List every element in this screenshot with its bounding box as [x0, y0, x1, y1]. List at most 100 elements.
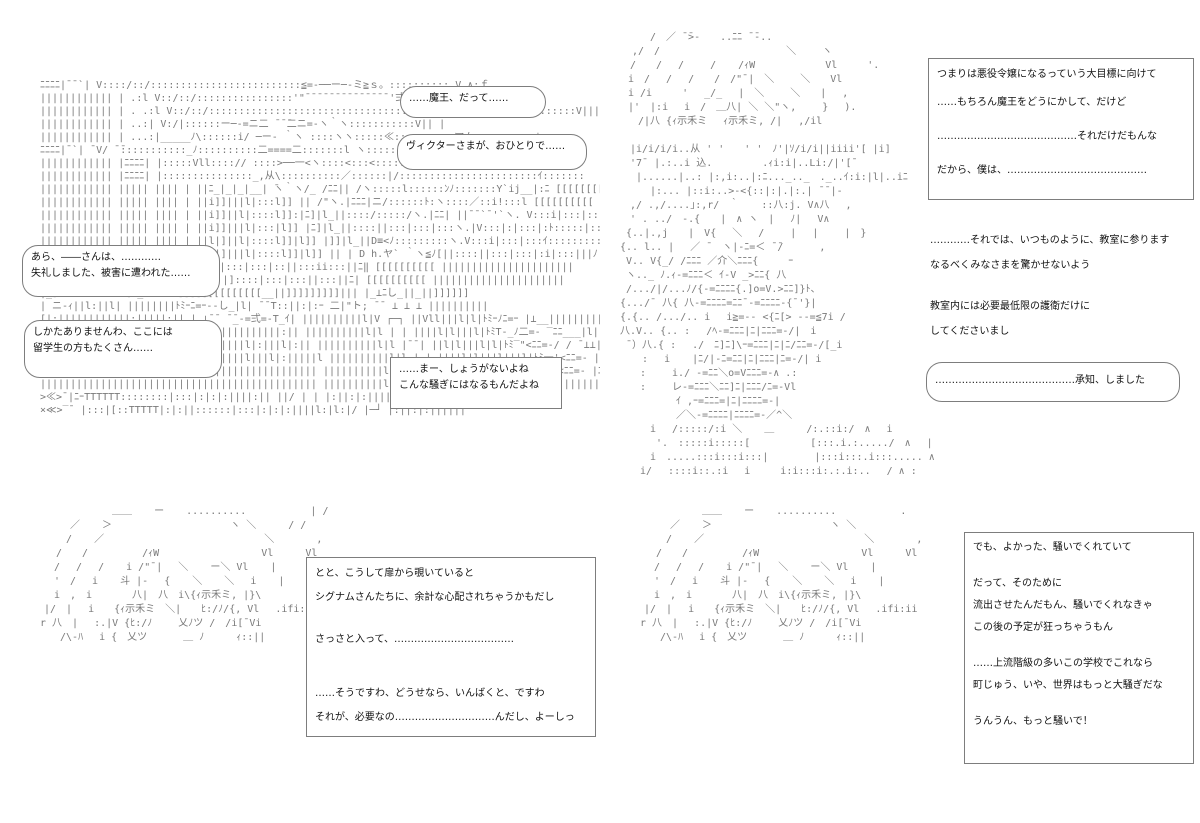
bubble-line: 町じゅう、いや、世界はもっと大騒ぎだな — [973, 680, 1163, 691]
svg-text:r 八 | :.|V {ﾋ:/ﾉ 乂ﾉツ / /i[¯: r 八 | :.|V {ﾋ:/ﾉ 乂ﾉツ / /i[¯Vi — [40, 617, 261, 629]
svg-text:r 八 | :.|V {ﾋ:/ﾉ 乂ﾉツ / /i[¯: r 八 | :.|V {ﾋ:/ﾉ 乂ﾉツ / /i[¯Vi — [640, 617, 861, 629]
svg-text:¯）八.{ : ./ ﾆ]ﾆ]\ｰ=ﾆﾆﾆ|ﾆ|ﾆ/ﾆﾆ=: ¯）八.{ : ./ ﾆ]ﾆ]\ｰ=ﾆﾆﾆ|ﾆ|ﾆ/ﾆﾆ=-/[_i — [610, 339, 842, 351]
bubble-line: この後の予定が狂っちゃうもん — [973, 622, 1113, 633]
svg-text:/\-ﾊ i { 乂ツ ＿ ﾉ ｨ::||: /\-ﾊ i { 乂ツ ＿ ﾉ ｨ::|| — [644, 632, 865, 643]
svg-text:／ ＞ ヽ ＼ / /: ／ ＞ ヽ ＼ / / — [60, 519, 306, 531]
bubble-line: 失礼しました、被害に遭われた…… — [31, 268, 191, 279]
svg-text:|||||||||||| |ﾆﾆﾆﾆ| |:::::::::: |||||||||||| |ﾆﾆﾆﾆ| |:::::::::::::::_,从\… — [40, 170, 585, 182]
bubble-line: ……………………………………それだけだもんな — [937, 131, 1157, 142]
bubble-line: こんな騒ぎにはなるもんだよね — [399, 380, 539, 391]
svg-text:＿＿ ー .......... | /: ＿＿ ー .......... | / — [80, 506, 328, 517]
svg-text:|||||||||||| | ..:|: |||||||||||| | ..:| V:/|::::::ー─-=ニ二 ̄ ̄… — [40, 116, 445, 130]
svg-text:||||||||||||||||||||||||||||||: ||||||||||||||||||||||||||||||||||l|:|||… — [40, 340, 600, 351]
speech-bubble-top-left-2: つまりは悪役令嬢になるっていう大目標に向けて ヴィクターさまが、おひとりで…… — [397, 134, 587, 170]
svg-text:i , i 八| 八 i\{ｨ示禾ミ, |}\: i , i 八| 八 i\{ｨ示禾ミ, |}\ — [644, 589, 861, 601]
narration-box-bottom-right-1: でも、よかった、騒いでくれていて だって、そのために 流出させたんだもん、騒いで… — [964, 532, 1194, 764]
ascii-art-character: ＿＿ ー .......... | / ／ ＞ ヽ ＼ / / / ／ ＼ , … — [40, 506, 328, 657]
svg-text:/ ／ ＼: / ／ ＼ , — [650, 533, 922, 545]
svg-text:i , i 八| 八 i\{ｨ示禾ミ, |}\: i , i 八| 八 i\{ｨ示禾ミ, |}\ — [44, 589, 261, 601]
bubble-line: 教室内には必要最低限の護衛だけに — [930, 301, 1090, 312]
svg-text:: レ-=ﾆﾆﾆ＼ﾆﾆ]ﾆ|ﾆﾆﾆ/ﾆ=-Vl: : レ-=ﾆﾆﾆ＼ﾆﾆ]ﾆ|ﾆﾆﾆ/ﾆ=-Vl — [610, 381, 796, 393]
svg-text:|||||||||||| ||||| |||| | ||: |||||||||||| ||||| |||| | ||i]]|||l|:::l… — [40, 196, 600, 208]
speech-bubble-top-right-3: ……………………………………承知、しました — [926, 362, 1180, 402]
bubble-line: だって、そのために — [973, 578, 1062, 589]
bubble-line: とと、こうして扉から覗いていると — [315, 568, 474, 579]
svg-text:' / i 斗 |- { ＼ ＼ i: ' / i 斗 |- { ＼ ＼ i | — [44, 575, 284, 587]
svg-text:i / / / / /"¯| ＼ ＼ Vl: i / / / / /"¯| ＼ ＼ Vl — [618, 73, 842, 85]
svg-text:ﾆﾆﾆﾆ|¯¯`| V::::/::/:::::::: ﾆﾆﾆﾆ|¯¯`| V::::/::/:::::::::::::::::::::… — [40, 79, 489, 91]
bubble-line: それが、必要なの…………………………んだし、よーしっ — [315, 712, 575, 723]
svg-text:|||||||||||| | .:l V:: |||||||||||| | .:l V::/::/::::::::::::::… — [40, 91, 502, 104]
svg-text:|||||||||||| |ﾆﾆﾆﾆ| |:::::Vll:: |||||||||||| |ﾆﾆﾆﾆ| |:::::Vll::::// ::::… — [40, 158, 440, 169]
svg-text:|||||||||||| ||||| |||| | ||: |||||||||||| ||||| |||| | ||i]]|||l|:::|… — [40, 223, 600, 234]
svg-text:{.. l.. | ／ ̄ ヽ|-ﾆ=＜ ̄ ̄/: {.. l.. | ／ ̄ ヽ|-ﾆ=＜ ̄ ̄/ , — [610, 241, 825, 253]
svg-text:|' |:i i / ＿八| ＼ ＼"ヽ, } ).: |' |:i i / ＿八| ＼ ＼"ヽ, } ). — [618, 101, 856, 113]
bubble-line: だから、僕は、…………………………………… — [937, 165, 1147, 176]
bubble-line: しかたありませんわ、ここには — [33, 327, 173, 338]
svg-text:|||||||||||| ||||| |||| | ||: |||||||||||| ||||| |||| | ||i]]||l|::::l… — [40, 209, 600, 221]
svg-text:＿＿ ー .......... .: ＿＿ ー .......... . — [670, 506, 906, 517]
narration-box-bottom-left-1: とと、こうして扉から覗いていると シグナムさんたちに、余計な心配されちゃうかもだ… — [306, 557, 596, 737]
svg-text:／ ＞ ヽ ＼: ／ ＞ ヽ ＼ — [660, 519, 888, 531]
svg-text:/.../|/...ﾉ/{-=ﾆﾆﾆﾆ{.]o=V.>ﾆﾆ]: /.../|/...ﾉ/{-=ﾆﾆﾆﾆ{.]o=V.>ﾆﾆ]}ﾄ、 — [610, 284, 821, 295]
svg-text:／＼-=ﾆﾆﾆﾆ|ﾆﾆﾆﾆ=-／^＼: ／＼-=ﾆﾆﾆﾆ|ﾆﾆﾆﾆ=-／^＼ — [610, 409, 792, 421]
ascii-art-character: ＿＿ ー .......... . ／ ＞ ヽ ＼ / ／ ＼ , / / /ｨ… — [640, 506, 922, 657]
svg-text:|||||||||||| ||||| |||| | ||: |||||||||||| ||||| |||| | ||l|]||l|::::l… — [40, 236, 600, 247]
svg-text:]' ]i|.: i 込. /i [:|i||:|: ]' ]i|.: i 込. /i [:|i||:| \ ^ V..:.{ [:j… — [44, 646, 54, 657]
svg-text:{..|.,j | V{ ＼ / | | |: {..|.,j | V{ ＼ / | | | } — [610, 227, 866, 239]
svg-text:/ / /ｨW Vl: / / /ｨW Vl Vl — [646, 548, 917, 559]
bubble-line: 留学生の方もたくさん…… — [33, 343, 153, 354]
svg-text:||||||||||||||||||||||||||||||: ||||||||||||||||||||||||||||||||||l|||l|… — [40, 353, 600, 364]
svg-text:,/ / ＼ ヽ: ,/ / ＼ ヽ — [622, 45, 832, 57]
svg-text:i .....:::i:::i:::| |:::i:: i .....:::i:::i:::| |:::i:::.i:::..... ∧ — [610, 452, 935, 463]
svg-text:' / i 斗 |- { ＼ ＼ i: ' / i 斗 |- { ＼ ＼ i | — [644, 575, 884, 587]
bubble-line: シグナムさんたちに、余計な心配されちゃうかもだし — [315, 592, 555, 603]
svg-text:/ / /ｨW Vl: / / /ｨW Vl Vl — [46, 548, 317, 559]
panel-bottom-right: ＿＿ ー .......... . ／ ＞ ヽ ＼ / ／ ＼ , / / /ｨ… — [600, 500, 1200, 823]
svg-text:/\-ﾊ i { 乂ツ ＿ ﾉ ｨ::||: /\-ﾊ i { 乂ツ ＿ ﾉ ｨ::|| — [44, 632, 265, 643]
panel-top-left: ﾆﾆﾆﾆ|¯¯`| V::::/::/:::::::::::::::::::::… — [0, 0, 600, 420]
svg-text:ｲ ,ｰ=ﾆﾆﾆ=|ﾆ|ﾆﾆﾆﾆ=-|: ｲ ,ｰ=ﾆﾆﾆ=|ﾆ|ﾆﾆﾆﾆ=-| — [610, 396, 780, 407]
svg-text:: i./ -=ﾆﾆ＼o=Vﾆﾆﾆ=-∧ .:: : i./ -=ﾆﾆ＼o=Vﾆﾆﾆ=-∧ .: — [610, 367, 797, 379]
svg-text:|||||||||||| ||||| |||| | ||: |||||||||||| ||||| |||| | ||ﾆ_|_|_|__| ̄… — [40, 181, 600, 195]
svg-text:,/ .,/....｣:,r/ ｀ ::八:j. V∧八: ,/ .,/....｣:,r/ ｀ ::八:j. V∧八 , — [610, 197, 852, 211]
svg-text:V.. V{_/ /ﾆﾆﾆ ／介＼ﾆﾆﾆ{ ｰ: V.. V{_/ /ﾆﾆﾆ ／介＼ﾆﾆﾆ{ ｰ — [610, 255, 793, 267]
bubble-line: つまりは悪役令嬢になるっていう大目標に向けて — [937, 69, 1157, 80]
ascii-art-character: / ／ ̄ ̄>- ..ﾆﾆ ̄ ̄-.. ,/ / ＼ ヽ / / / / /… — [610, 31, 935, 477]
svg-text:八.V.. {.. : /ﾍ-=ﾆﾆﾆ|ﾆ|ﾆﾆﾆ=-/|: 八.V.. {.. : /ﾍ-=ﾆﾆﾆ|ﾆ|ﾆﾆﾆ=-/| i — [610, 326, 816, 337]
svg-text:ﾆﾆﾆﾆ|¯`| ̄ V/ ̄ ̄::::::::: ﾆﾆﾆﾆ|¯`| ̄ V/ ̄ ̄:::::::::::_ﾉ::::::::::… — [40, 144, 432, 156]
speech-bubble-top-left-5: ……まー、しょうがないよね こんな騒ぎにはなるもんだよね — [390, 357, 562, 409]
svg-text:|/ | i {ｨ示禾ミ ＼| ﾋ:/ﾉ/{, Vl: |/ | i {ｨ示禾ミ ＼| ﾋ:/ﾉ/{, Vl .ifi:ii — [644, 603, 917, 615]
bubble-line: ……上流階級の多いこの学校でこれなら — [973, 658, 1153, 669]
svg-text:'7¯ |.:..i 込. .ｨi:i|..Li:/: '7¯ |.:..i 込. .ｨi:i|..Li:/|'[¯ — [610, 157, 858, 169]
speech-bubble-top-left-4: しかたありませんわ、ここには 留学生の方もたくさん…… — [24, 320, 222, 378]
svg-text:/ / / i /"¯| ＼ ー＼ Vl: / / / i /"¯| ＼ ー＼ Vl | — [44, 561, 276, 573]
svg-text:]' ]i|.: i 込. /i [:|i||:|: ]' ]i|.: i 込. /i [:|i||:| \ ^ V..:.{ [:j… — [644, 646, 654, 657]
svg-text:/|八 {ｨ示禾ミ ｨ示禾ミ, /| ,/il: /|八 {ｨ示禾ミ ｨ示禾ミ, /| ,/il — [618, 115, 822, 127]
bubble-line: あら、――さんは、………… — [31, 252, 161, 263]
svg-text:|......|..: |:,i:..|:ﾆ..._.._: |......|..: |:,i:..|:ﾆ..._.._ ._..ｲ:i:|l… — [610, 172, 908, 183]
svg-text:' . ../ -.{ | ∧ ヽ | ﾉ| V∧: ' . ../ -.{ | ∧ ヽ | ﾉ| V∧ — [610, 214, 829, 225]
bubble-line: ……まー、しょうがないよね — [399, 364, 529, 375]
bubble-line: なるべくみなさまを驚かせないよう — [930, 260, 1091, 271]
bubble-line: ……もちろん魔王をどうにかして、だけど — [937, 97, 1127, 108]
svg-text:/ ／ ̄ ̄>- ..ﾆﾆ ̄ ̄-..: / ／ ̄ ̄>- ..ﾆﾆ ̄ ̄-.. — [630, 31, 772, 43]
svg-text:/ / / i /"¯| ＼ ー＼ Vl: / / / i /"¯| ＼ ー＼ Vl | — [644, 561, 876, 573]
svg-text:i/ ::::i::.:i i i:i:::i:.:: i/ ::::i::.:i i i:i:::i:.:.i:.. / ∧ : — [610, 466, 917, 477]
svg-text:¯|¯|:||||||||||||||||:|||||¯¯¯: ¯|¯|:||||||||||||||||:|||||¯¯¯||||||||||… — [40, 327, 600, 338]
bubble-line: 流出させたんだもん、騒いでくれなきゃ — [973, 600, 1153, 611]
svg-text:/ ／ ＼: / ／ ＼ , — [50, 533, 322, 545]
bubble-line: ヴィクターさまが、おひとりで…… — [406, 141, 566, 152]
svg-text:×≪>‾¯ |:::|[::TTTTT|:|:||:::::: ×≪>‾¯ |:::|[::TTTTT|:|:||::::::|:::|:|:|… — [40, 403, 466, 416]
speech-bubble-top-left-3: あら、――さんは、………… 失礼しました、被害に遭われた…… — [22, 245, 220, 297]
bubble-line: さっさと入って、……………………………… — [315, 634, 514, 645]
svg-text:ヽ.._ ﾉ.ｨ-=ﾆﾆﾆ＜ ｲ-V _>ﾆﾆ{ 八: ヽ.._ ﾉ.ｨ-=ﾆﾆﾆ＜ ｲ-V _>ﾆﾆ{ 八 — [610, 270, 786, 281]
svg-text:|||||||||||| | . .:l: |||||||||||| | . .:l V::/::/::::::::::::… — [40, 106, 600, 117]
narration-text-top-right-2: …………それでは、いつものように、教室に参ります なるべくみなさまを驚かせないよ… — [922, 224, 1196, 344]
svg-text:|:... |::i:..>-<{::|:|.|:.| ¯¯: |:... |::i:..>-<{::|:|.|:.| ¯¯|- — [610, 186, 843, 197]
svg-text:i /i ' _/_ | ＼ ＼ | ,: i /i ' _/_ | ＼ ＼ | , — [618, 87, 848, 99]
speech-bubble-top-left-1: ……魔王、だって…… — [400, 86, 546, 118]
bubble-line: ……………………………………承知、しました — [935, 375, 1145, 386]
svg-text:|/ | i {ｨ示禾ミ ＼| ﾋ:/ﾉ/{, Vl: |/ | i {ｨ示禾ミ ＼| ﾋ:/ﾉ/{, Vl .ifi:ii — [44, 603, 317, 615]
bubble-line: …………それでは、いつものように、教室に参ります — [930, 235, 1170, 246]
